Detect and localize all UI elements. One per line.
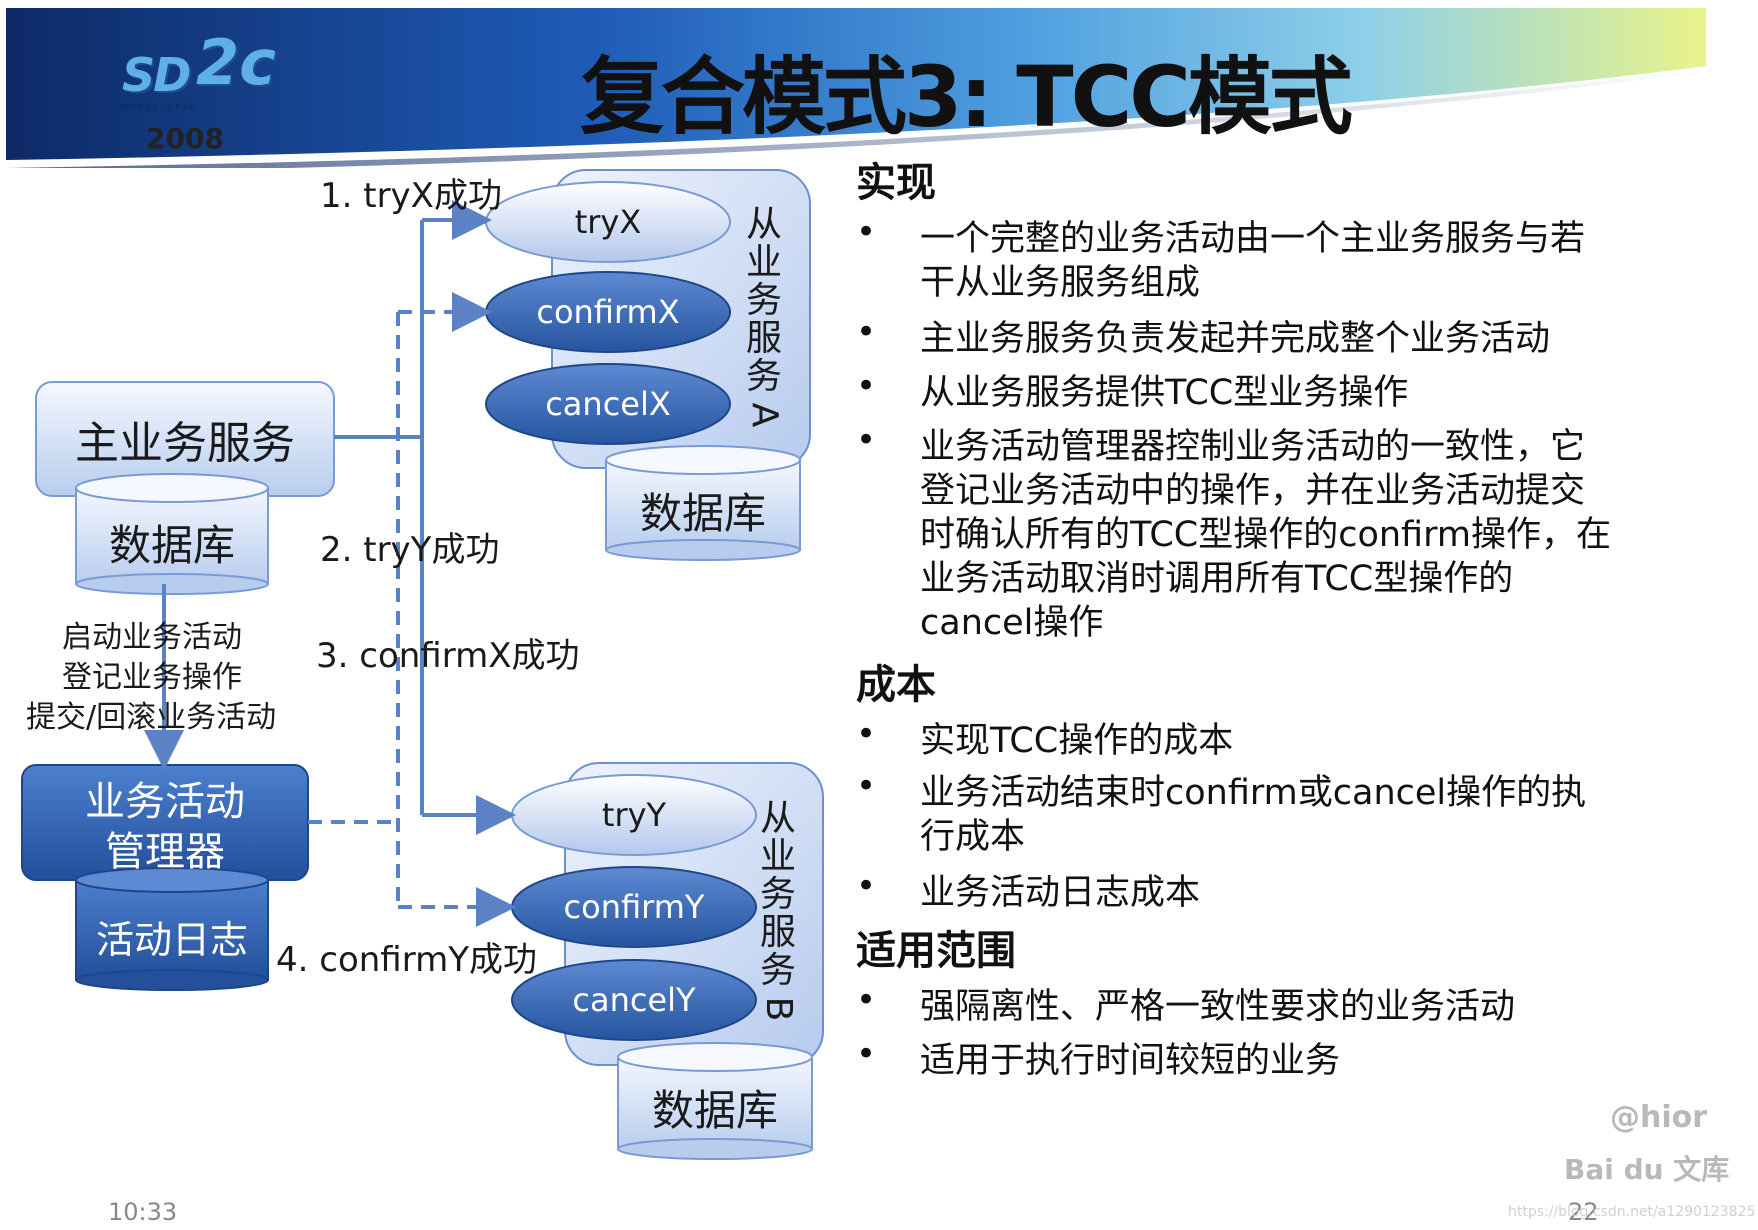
activity-manager-label-line2: 管理器 bbox=[105, 829, 225, 875]
bullet-dot: • bbox=[856, 766, 877, 806]
cancely-label: cancelY bbox=[572, 981, 696, 1019]
bullet-dot: • bbox=[856, 212, 877, 252]
service-b-db-cylinder bbox=[617, 1042, 813, 1160]
bullet-dot: • bbox=[856, 980, 877, 1020]
title-banner: SD 2c 软件开发2.0技术大会 2008 复合模式3: TCC模式 bbox=[6, 8, 1706, 168]
step-3-label: 3. confirmX成功 bbox=[316, 636, 580, 676]
confirmy-label: confirmY bbox=[563, 888, 705, 926]
step-1-label: 1. tryX成功 bbox=[320, 176, 502, 216]
watermark-user: @hior bbox=[1610, 1100, 1708, 1135]
service-b-label-char: 业 bbox=[759, 836, 796, 877]
manager-op-commit: 提交/回滚业务活动 bbox=[26, 700, 277, 735]
confirmx-label: confirmX bbox=[536, 293, 680, 331]
bullet-text: cancel操作 bbox=[920, 603, 1104, 643]
bullet-dot: • bbox=[856, 1034, 877, 1074]
bullet-text: 强隔离性、严格一致性要求的业务活动 bbox=[920, 987, 1516, 1027]
service-a-db-label: 数据库 bbox=[639, 488, 766, 538]
watermark-brand: Bai du 文库 bbox=[1564, 1153, 1730, 1186]
bullet-text: 一个完整的业务活动由一个主业务服务与若 bbox=[920, 219, 1586, 259]
main-db-cylinder bbox=[75, 473, 269, 595]
service-a-db-cylinder bbox=[605, 445, 801, 561]
service-a-label: 从 业 务 服 务 A bbox=[744, 204, 785, 434]
logo-subtitle: 软件开发2.0技术大会 bbox=[120, 103, 197, 112]
sd2c-logo: SD 2c 软件开发2.0技术大会 2008 bbox=[118, 26, 276, 158]
service-a-label-char: 务 bbox=[745, 280, 782, 321]
step-4-label: 4. confirmY成功 bbox=[276, 940, 537, 980]
step-2-label: 2. tryY成功 bbox=[320, 530, 500, 570]
service-b-label-char: 从 bbox=[759, 798, 796, 839]
service-a-label-char: 服 bbox=[745, 318, 782, 359]
manager-op-start: 启动业务活动 bbox=[62, 620, 242, 655]
activity-log-label: 活动日志 bbox=[95, 917, 248, 962]
solid-connectors bbox=[144, 200, 516, 835]
logo-mark-left: SD bbox=[122, 48, 191, 102]
bullet-dot: • bbox=[856, 866, 877, 906]
service-b-db-label: 数据库 bbox=[651, 1085, 778, 1135]
service-b-label-char: 服 bbox=[759, 912, 796, 953]
activity-log-cylinder bbox=[75, 867, 269, 991]
logo-mark-right: 2c bbox=[196, 26, 276, 99]
bullet-text: 干从业务服务组成 bbox=[920, 263, 1201, 303]
tcc-diagram: 主业务服务 数据库 业务活动 管理器 活动日志 启动业务活动 登记业务操作 提交… bbox=[0, 0, 860, 1230]
bullet-dot: • bbox=[856, 714, 877, 754]
logo-year: 2008 bbox=[146, 122, 224, 155]
tryx-label: tryX bbox=[574, 203, 642, 241]
cancelx-ellipse bbox=[485, 363, 731, 445]
cancely-ellipse bbox=[511, 959, 757, 1041]
service-b-label: 从 业 务 服 务 B bbox=[758, 798, 799, 1028]
bullet-text: 业务活动取消时调用所有TCC型操作的 bbox=[920, 559, 1514, 599]
bullet-text: 从业务服务提供TCC型业务操作 bbox=[920, 373, 1409, 413]
activity-manager-label-line1: 业务活动 bbox=[85, 779, 245, 825]
bullet-dot: • bbox=[856, 420, 877, 460]
section-heading: 成本 bbox=[856, 662, 936, 708]
bullet-text: 实现TCC操作的成本 bbox=[920, 721, 1234, 761]
footer-time: 10:33 bbox=[108, 1198, 178, 1226]
bullet-text: 业务活动日志成本 bbox=[920, 873, 1201, 913]
service-a-label-char: 从 bbox=[745, 204, 782, 245]
manager-op-register: 登记业务操作 bbox=[62, 660, 242, 695]
slide-title: 复合模式3: TCC模式 bbox=[580, 48, 1353, 146]
bullet-dot: • bbox=[856, 312, 877, 352]
bullet-dot: • bbox=[856, 366, 877, 406]
bullet-text: 主业务服务负责发起并完成整个业务活动 bbox=[920, 319, 1551, 359]
main-db-label: 数据库 bbox=[108, 520, 235, 570]
bullet-text: 行成本 bbox=[920, 817, 1026, 857]
bullet-text: 业务活动结束时confirm或cancel操作的执 bbox=[920, 773, 1587, 813]
tryy-label: tryY bbox=[601, 796, 667, 834]
service-b-label-char: 务 bbox=[759, 950, 796, 991]
banner-background bbox=[6, 8, 1706, 168]
watermark-url: https://blog.csdn.net/a1290123825 bbox=[1508, 1204, 1756, 1220]
dashed-connectors bbox=[308, 292, 516, 927]
service-b-label-char: B bbox=[758, 996, 799, 1022]
service-a-label-char: 业 bbox=[745, 242, 782, 283]
bullet-text: 时确认所有的TCC型操作的confirm操作，在 bbox=[920, 515, 1611, 555]
service-b-label-char: 务 bbox=[759, 874, 796, 915]
main-service-label: 主业务服务 bbox=[75, 418, 295, 469]
diagram-shapes bbox=[21, 169, 824, 1160]
service-a-label-char: A bbox=[744, 402, 785, 428]
bullet-text: 适用于执行时间较短的业务 bbox=[920, 1041, 1341, 1081]
bullet-text: 登记业务活动中的操作，并在业务活动提交 bbox=[920, 471, 1586, 511]
section-heading: 适用范围 bbox=[856, 928, 1016, 974]
service-a-label-char: 务 bbox=[745, 356, 782, 397]
cancelx-label: cancelX bbox=[545, 385, 671, 423]
footer-page-number: 22 bbox=[1568, 1198, 1599, 1226]
bullet-text: 业务活动管理器控制业务活动的一致性，它 bbox=[920, 427, 1586, 467]
section-heading: 实现 bbox=[856, 160, 936, 206]
